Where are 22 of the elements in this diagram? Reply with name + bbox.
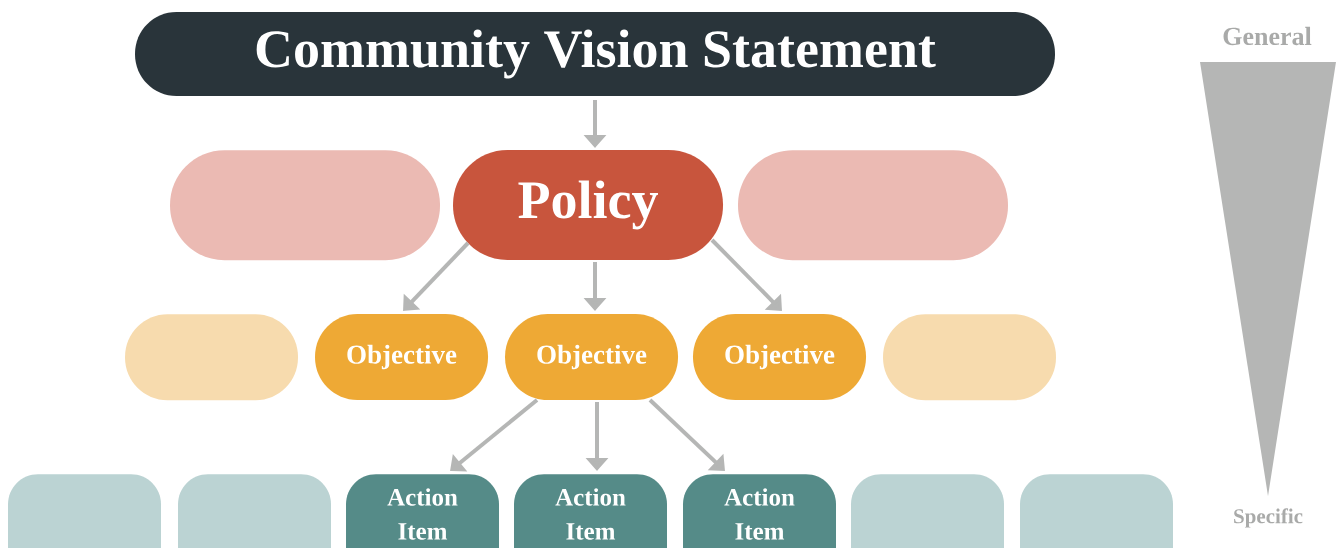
- pill-shape: [738, 150, 1008, 261]
- pill-shape: [8, 474, 161, 548]
- objective-pill: Objective: [693, 314, 866, 400]
- action-item-pill: Action Item: [514, 474, 667, 548]
- objective-pill: Objective: [505, 314, 678, 400]
- title-pill: Community Vision Statement: [135, 12, 1055, 96]
- pill-shape: [883, 314, 1056, 401]
- arrow: [450, 398, 539, 472]
- scale-label: Specific: [1234, 508, 1303, 528]
- pill-shape: [178, 474, 331, 548]
- action-item-pill: Action Item: [346, 474, 499, 548]
- pill-shape: [125, 314, 298, 401]
- pill-shape: [851, 474, 1004, 548]
- scale-label: General: [1223, 26, 1312, 46]
- arrow: [710, 238, 782, 311]
- arrow: [648, 398, 725, 471]
- pill-shape: [170, 150, 440, 261]
- policy-pill: Policy: [453, 150, 723, 260]
- action-item-pill: Action Item: [683, 474, 836, 548]
- arrow: [403, 241, 470, 311]
- objective-pill: Objective: [315, 314, 488, 400]
- pill-shape: [1020, 474, 1173, 548]
